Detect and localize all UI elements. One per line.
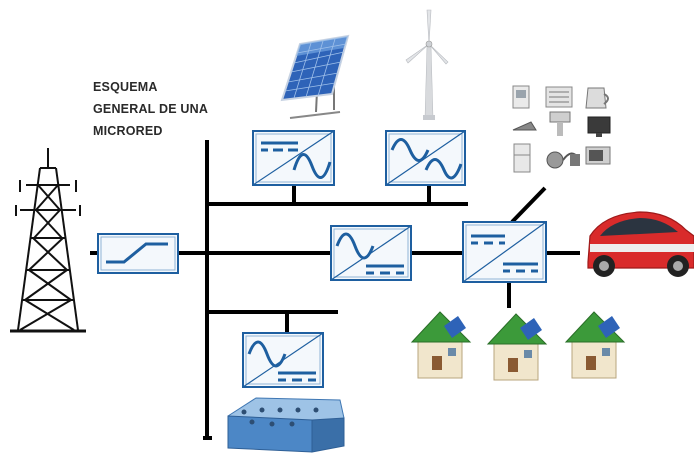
loads-link: [510, 186, 547, 224]
wind-converter: [385, 130, 466, 186]
grid-converter: [330, 225, 412, 281]
battery-bank-icon: [227, 397, 345, 453]
solar-panel-icon: [280, 34, 350, 119]
load-converter: [462, 221, 547, 283]
house-2: [486, 313, 548, 381]
battery-converter: [242, 332, 324, 388]
bus-lines: [178, 140, 580, 440]
transmission-tower-icon: [10, 148, 86, 333]
title-line-1: ESQUEMA: [93, 80, 158, 94]
title-line-2: GENERAL DE UNA: [93, 102, 209, 116]
appliances-icon: [512, 85, 611, 173]
house-3: [564, 311, 626, 379]
grid-switch-icon: [90, 233, 179, 274]
wind-turbine-icon: [405, 9, 449, 120]
solar-house-icon: [410, 311, 626, 381]
electric-car-icon: [587, 211, 694, 277]
title-line-3: MICRORED: [93, 124, 163, 138]
solar-converter: [252, 130, 335, 186]
diagram-title: ESQUEMA GENERAL DE UNA MICRORED: [93, 76, 208, 142]
house-1: [410, 311, 472, 379]
